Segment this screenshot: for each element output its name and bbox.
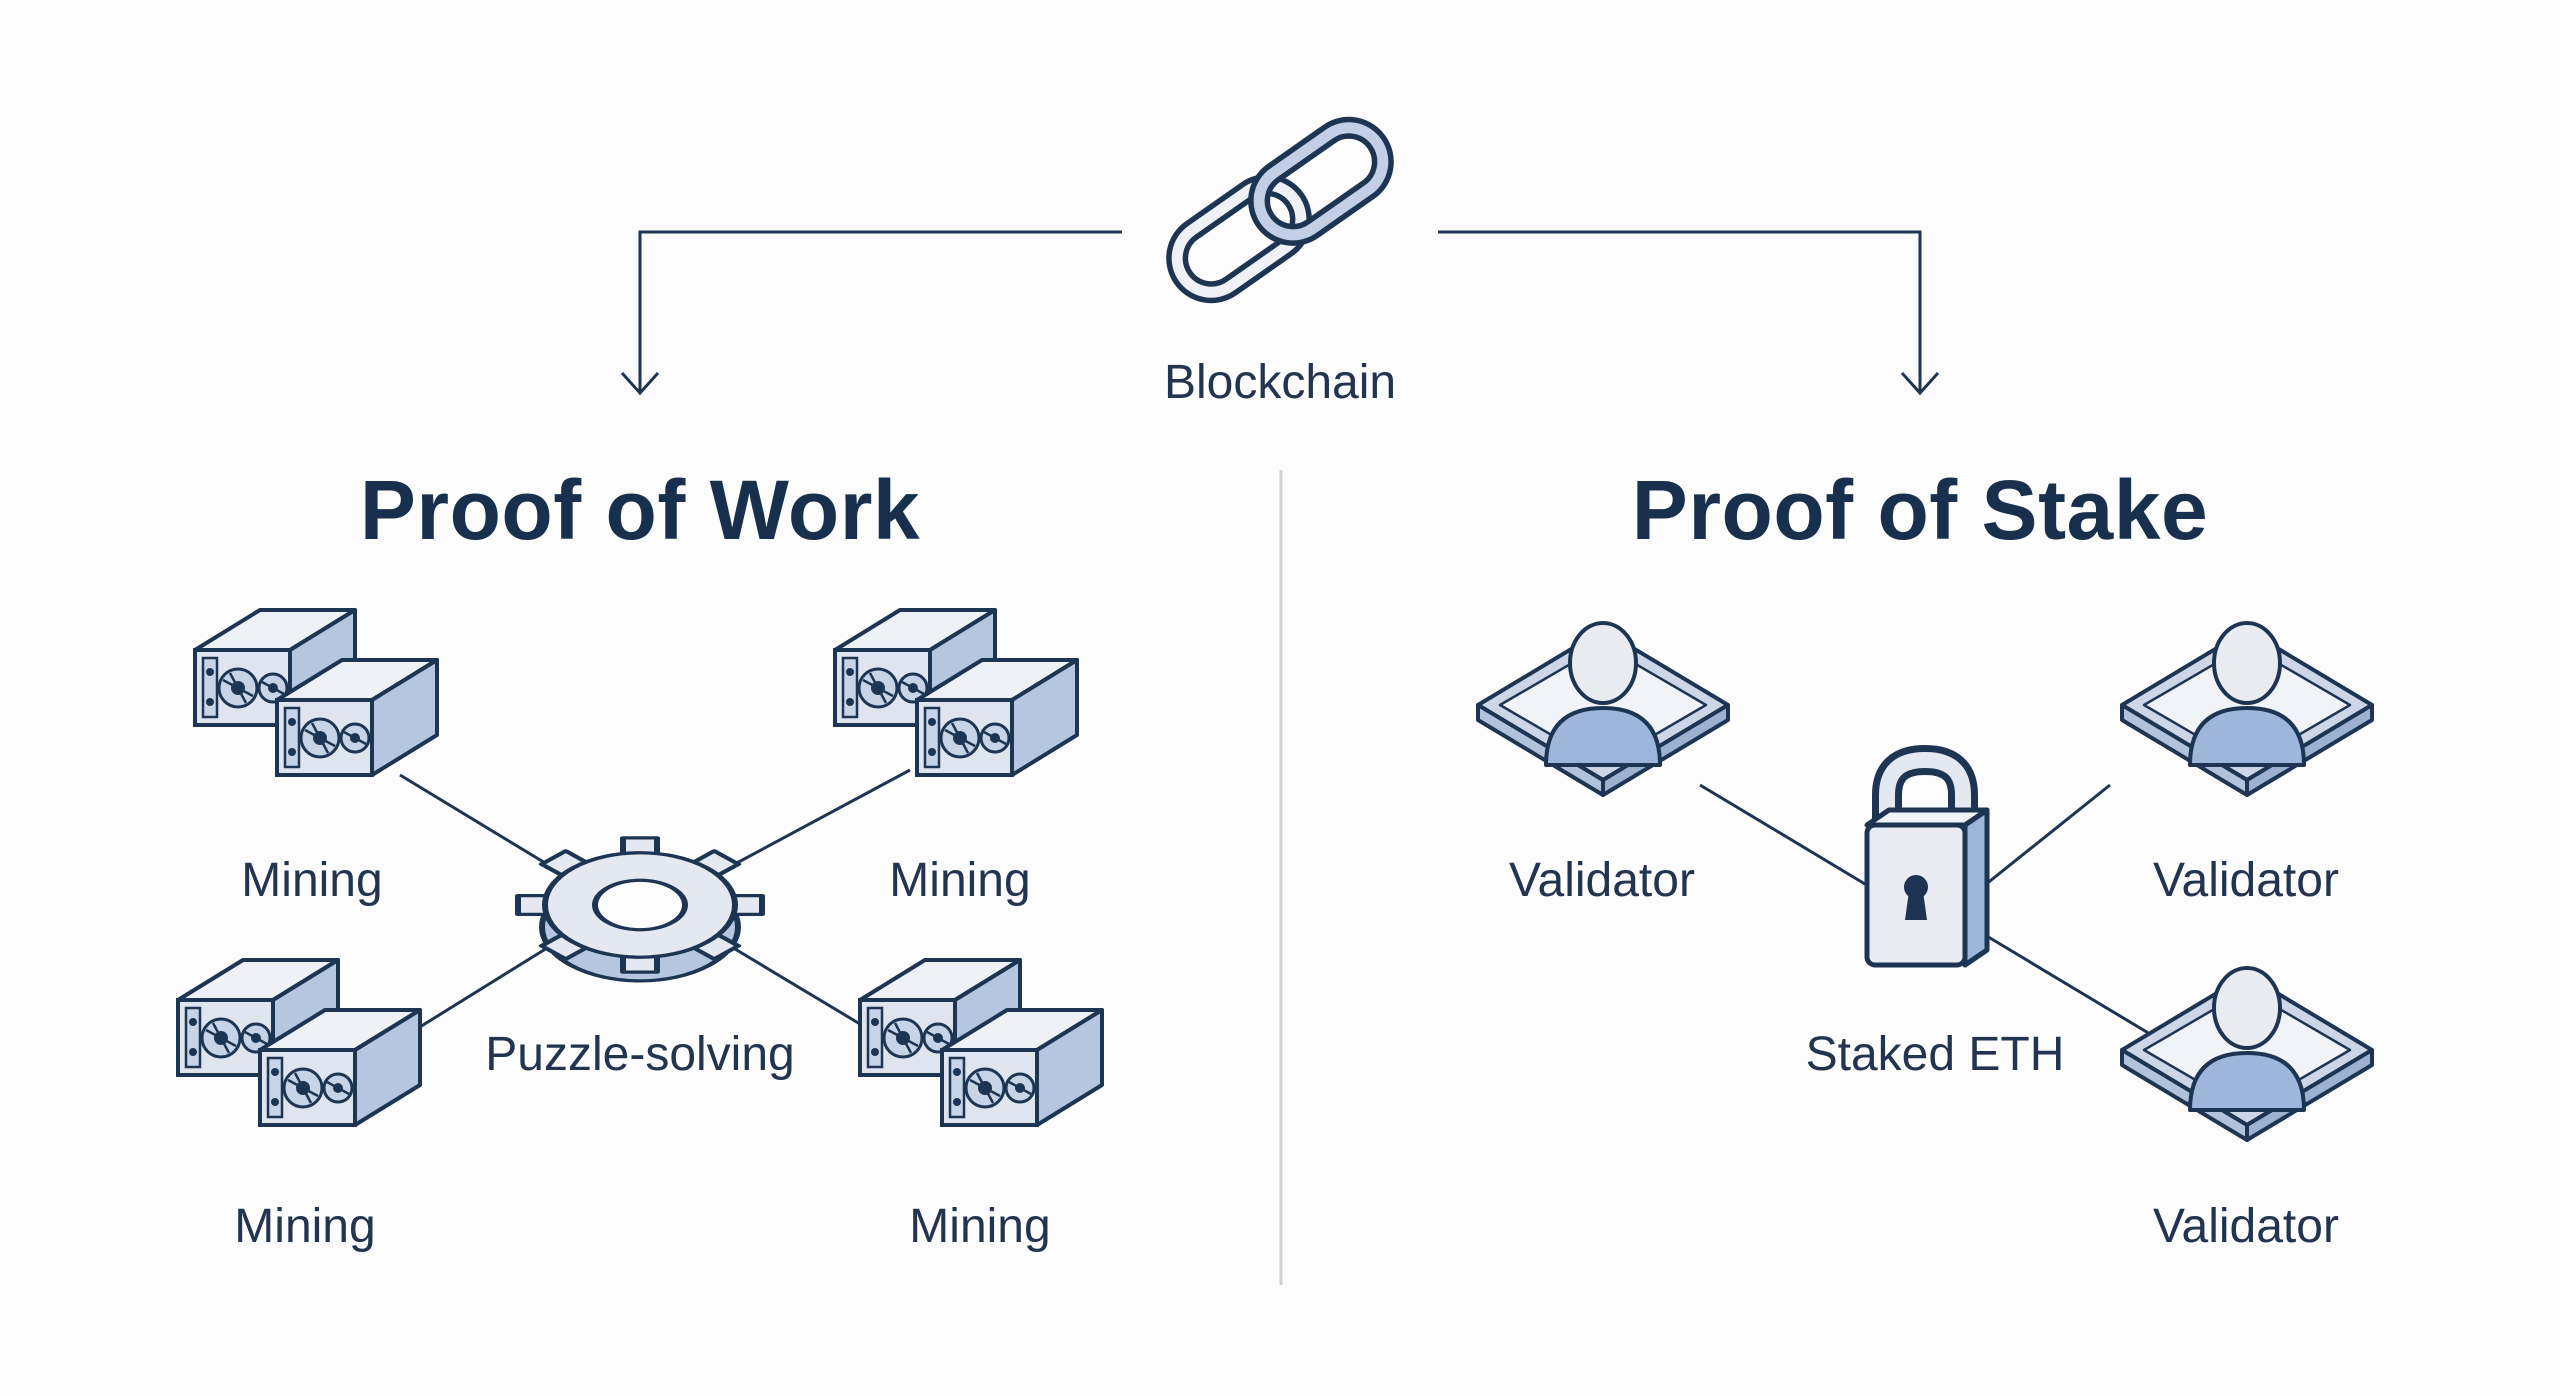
- pow-title: Proof of Work: [359, 463, 921, 557]
- user-icon: [2120, 621, 2374, 797]
- validator-label: Validator: [1509, 854, 1695, 907]
- padlock-icon: [1864, 744, 1990, 968]
- mining-label: Mining: [234, 1200, 376, 1253]
- arrowhead-left: [620, 371, 660, 396]
- root-connector-left: [638, 230, 1122, 393]
- user-icon: [1476, 621, 1730, 797]
- gpu-icon: [195, 610, 437, 775]
- gpu-icon: [178, 960, 420, 1125]
- user-icon: [2120, 966, 2374, 1142]
- root-connector-right: [1438, 230, 1922, 393]
- gpu-icon: [835, 610, 1077, 775]
- gear-icon: [515, 836, 765, 983]
- pos-title: Proof of Stake: [1631, 463, 2209, 557]
- arrowhead-right: [1900, 371, 1940, 396]
- mining-label: Mining: [241, 854, 383, 907]
- mining-label: Mining: [889, 854, 1031, 907]
- root-label: Blockchain: [1163, 356, 1397, 409]
- chain-link-icon: [1166, 116, 1394, 304]
- mining-label: Mining: [909, 1200, 1051, 1253]
- validator-label: Validator: [2153, 1200, 2339, 1253]
- validator-label: Validator: [2153, 854, 2339, 907]
- gpu-icon: [860, 960, 1102, 1125]
- pow-hub-label: Puzzle-solving: [485, 1028, 795, 1081]
- pow-connectors: [399, 768, 911, 1032]
- pos-hub-label: Staked ETH: [1805, 1028, 2065, 1081]
